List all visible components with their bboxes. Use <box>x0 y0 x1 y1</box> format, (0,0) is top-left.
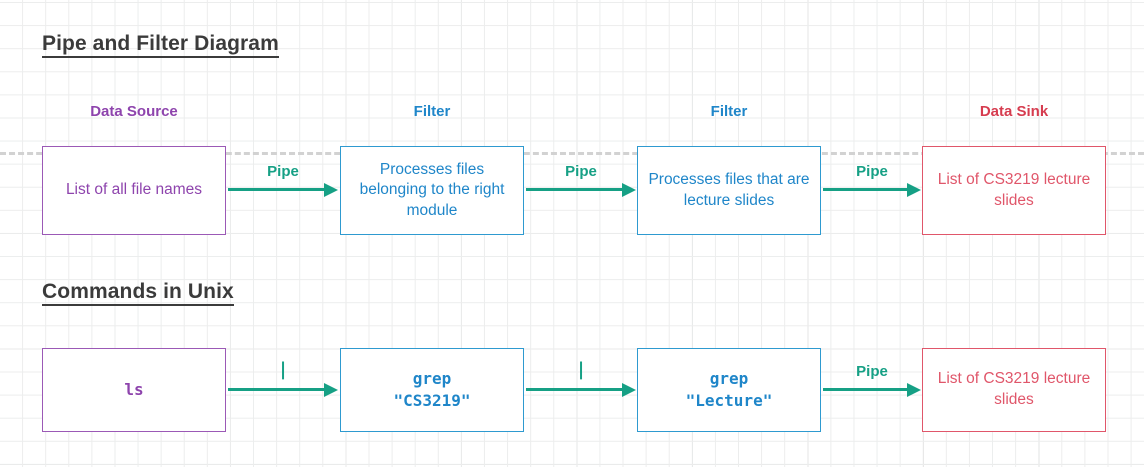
section-heading-commands-in-unix: Commands in Unix <box>42 280 234 307</box>
box-row1-data-source[interactable]: List of all file names <box>42 146 226 235</box>
arrow-line <box>823 388 907 391</box>
box-row2-command-grep-lecture[interactable]: grep "Lecture" <box>637 348 821 432</box>
arrow-row2-1 <box>228 383 338 397</box>
arrow-line <box>526 388 622 391</box>
arrow-line <box>228 388 324 391</box>
arrow-head-icon <box>324 383 338 397</box>
arrow-label-row2-2: | <box>575 359 587 380</box>
role-label-data-sink: Data Sink <box>979 103 1049 120</box>
arrow-label-row1-2: Pipe <box>565 163 597 180</box>
arrow-label-row2-1: | <box>277 359 289 380</box>
box-row2-command-grep-cs3219[interactable]: grep "CS3219" <box>340 348 524 432</box>
role-label-filter-1: Filter <box>413 103 451 120</box>
arrow-label-row1-1: Pipe <box>267 163 299 180</box>
box-row1-filter-1[interactable]: Processes files belonging to the right m… <box>340 146 524 235</box>
arrow-row2-3 <box>823 383 921 397</box>
dashed-divider <box>0 152 1144 155</box>
arrow-row1-1 <box>228 183 338 197</box>
role-label-filter-2: Filter <box>710 103 748 120</box>
box-row1-data-sink[interactable]: List of CS3219 lecture slides <box>922 146 1106 235</box>
arrow-head-icon <box>622 383 636 397</box>
arrow-head-icon <box>324 183 338 197</box>
arrow-head-icon <box>907 183 921 197</box>
section-heading-pipe-and-filter: Pipe and Filter Diagram <box>42 32 279 59</box>
arrow-label-row1-3: Pipe <box>856 163 888 180</box>
box-row1-filter-2[interactable]: Processes files that are lecture slides <box>637 146 821 235</box>
arrow-line <box>228 188 324 191</box>
arrow-head-icon <box>907 383 921 397</box>
box-row2-command-ls[interactable]: ls <box>42 348 226 432</box>
arrow-row1-2 <box>526 183 636 197</box>
role-label-data-source: Data Source <box>90 103 178 120</box>
arrow-row2-2 <box>526 383 636 397</box>
arrow-row1-3 <box>823 183 921 197</box>
arrow-line <box>526 188 622 191</box>
box-row2-data-sink[interactable]: List of CS3219 lecture slides <box>922 348 1106 432</box>
arrow-line <box>823 188 907 191</box>
arrow-head-icon <box>622 183 636 197</box>
arrow-label-row2-3: Pipe <box>856 363 888 380</box>
